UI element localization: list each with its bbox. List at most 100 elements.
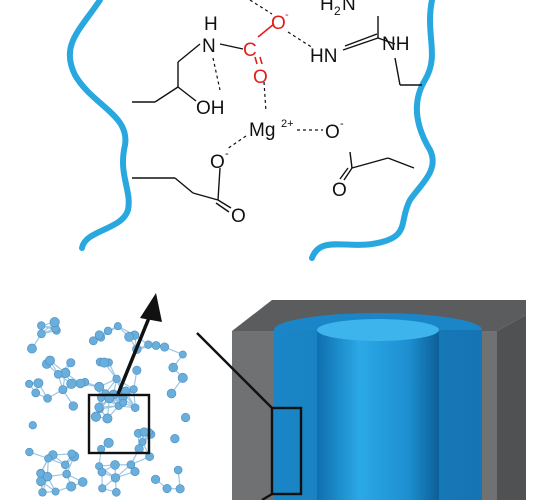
network-atom <box>25 447 34 457</box>
network-atom <box>130 467 140 477</box>
network-atom <box>53 370 63 379</box>
network-atom <box>119 398 128 407</box>
polymer-chain-left <box>66 0 132 251</box>
polymer-chain-right <box>309 0 436 261</box>
network-atom <box>77 477 88 487</box>
network-atom <box>150 474 161 484</box>
network-atom <box>67 449 77 459</box>
network-atom <box>138 438 147 446</box>
network-atom <box>103 326 113 336</box>
network-atom <box>181 412 191 423</box>
network-atom <box>27 343 37 354</box>
zoom-connector-line <box>196 332 273 409</box>
network-atom <box>44 454 53 463</box>
network-atom <box>102 413 113 424</box>
tube-block <box>196 300 526 500</box>
network-atom <box>25 379 34 388</box>
network-atom <box>110 473 121 483</box>
network-atom <box>103 437 114 448</box>
label-o-carbonyl: O <box>253 67 268 88</box>
zoom-arrow-shaft <box>116 307 155 395</box>
network-atom <box>33 378 44 389</box>
block-side-face <box>497 315 526 500</box>
network-atom <box>129 385 138 394</box>
label-o-left-minus: O <box>210 152 225 173</box>
charge-o-left: - <box>225 148 229 160</box>
network-atom <box>170 433 180 444</box>
network-atom <box>66 358 76 368</box>
bond-skeleton <box>132 16 422 213</box>
label-o-left-carbonyl: O <box>231 206 246 227</box>
network-atom <box>37 329 46 339</box>
tube-inner-cylinder <box>317 330 439 500</box>
network-atom <box>139 427 149 437</box>
network-atom <box>66 481 77 492</box>
charge-o-right: - <box>340 118 344 130</box>
network-atom <box>126 460 136 469</box>
network-atom <box>132 365 142 375</box>
network-atom <box>160 342 170 352</box>
network-atom <box>68 401 78 411</box>
zoom-box-network <box>87 393 151 455</box>
network-atom <box>37 321 46 330</box>
network-atom <box>97 445 106 454</box>
network-atom <box>60 460 70 470</box>
network-atom <box>28 421 37 430</box>
label-o-right-minus: O <box>325 122 340 143</box>
network-atom <box>98 484 107 493</box>
network-atom <box>168 362 178 373</box>
network-atom <box>178 350 187 359</box>
network-atom <box>58 385 68 395</box>
network-atom <box>131 403 140 413</box>
network-atom <box>94 402 104 412</box>
tube-inner-top <box>317 319 439 341</box>
network-atom <box>38 488 47 497</box>
network-atom <box>75 378 86 389</box>
label-h2n-n: N <box>342 0 356 15</box>
network-atom <box>173 465 183 475</box>
label-oh: OH <box>196 98 225 119</box>
label-o-minus-top: O <box>271 13 286 34</box>
network-atom <box>177 372 188 383</box>
network-atom <box>113 322 122 331</box>
network-atom <box>151 341 161 350</box>
label-nh: NH <box>382 34 409 55</box>
network-atom <box>90 411 101 422</box>
zoom-box-tube <box>270 406 303 496</box>
network-atom <box>112 374 121 383</box>
label-mg: Mg <box>249 120 275 141</box>
molecular-interaction-scheme: H N C O - O OH H 2 N HN NH Mg 2+ O - O O… <box>66 0 436 261</box>
carbonyl-bonds <box>254 23 275 65</box>
network-atom <box>175 484 185 494</box>
network-atom <box>97 467 107 477</box>
label-h2n-h: H <box>320 0 334 15</box>
network-atom <box>110 460 120 470</box>
network-atom <box>166 388 177 399</box>
network-atoms <box>25 317 191 497</box>
label-mg-charge: 2+ <box>281 118 294 130</box>
label-hn: HN <box>310 46 337 67</box>
zoom-arrow-head <box>140 293 162 322</box>
network-atom <box>88 336 98 346</box>
label-h2n-sub: 2 <box>334 4 341 18</box>
zoom-connector-line-lower <box>261 492 273 500</box>
network-atom <box>31 388 41 398</box>
label-c-carbonyl: C <box>243 40 257 61</box>
network-atom <box>112 487 121 497</box>
hydrogen-bonds <box>212 0 323 150</box>
network-atom <box>45 355 55 366</box>
network-atom <box>124 331 134 342</box>
network-atom <box>42 471 53 482</box>
network-atom <box>51 487 60 496</box>
polymer-network <box>25 293 191 497</box>
label-h-amide: H <box>204 14 218 35</box>
network-atom <box>144 340 153 349</box>
network-atom <box>162 484 172 494</box>
label-n-amide: N <box>202 36 216 57</box>
network-atom <box>66 378 77 389</box>
network-atom <box>49 317 60 328</box>
network-atom <box>99 357 110 368</box>
label-o-right-carbonyl: O <box>332 180 347 201</box>
network-atom <box>94 381 105 392</box>
